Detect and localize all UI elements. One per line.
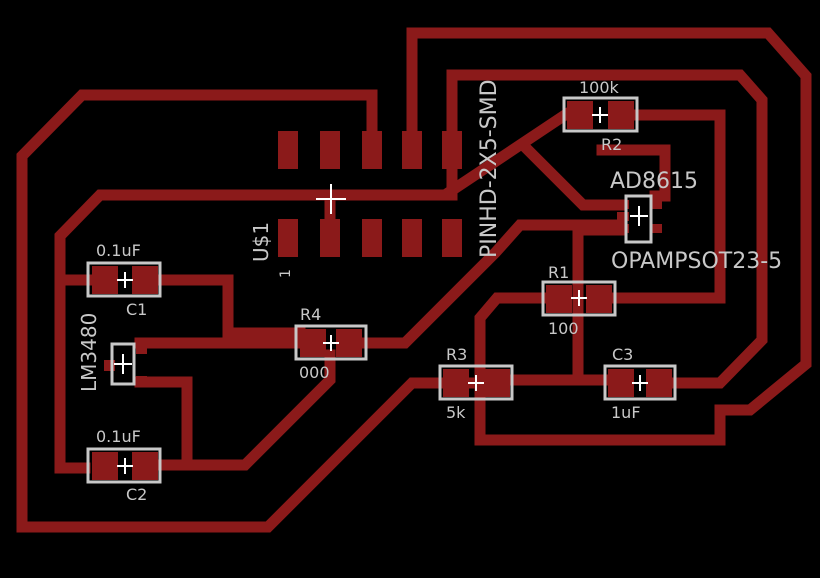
opamp-origin-mark	[630, 206, 648, 226]
opamp-pad-5	[650, 200, 662, 209]
c2-origin-mark	[117, 458, 133, 474]
opamp-pad-2	[617, 212, 629, 221]
trace-upper-inner-loop	[446, 69, 768, 389]
c3-value-label: 1uF	[611, 403, 641, 422]
r2-value-label: 100k	[579, 78, 620, 97]
r1-value-label: 100	[548, 319, 579, 338]
header-pad-top-4	[402, 131, 422, 169]
trace-outer-left-loop	[16, 89, 481, 533]
r3-value-label: 5k	[446, 403, 466, 422]
r3-origin-mark	[468, 375, 484, 391]
opamp-name-label: AD8615	[610, 169, 698, 194]
header-pad-bottom-3	[362, 219, 382, 257]
silkscreen-outlines	[86, 96, 677, 484]
c3-origin-mark	[632, 375, 648, 391]
c2-value-label: 0.1uF	[96, 427, 141, 446]
header-value-label: PINHD-2X5-SMD	[477, 79, 502, 258]
header-origin-mark	[316, 184, 346, 214]
trace-r4-to-opamp	[356, 219, 628, 349]
header-pad-top-5	[442, 131, 462, 169]
silkscreen-labels: PINHD-2X5-SMD U$1 1 AD8615 OPAMPSOT23-5 …	[77, 78, 782, 504]
origin-markers	[114, 107, 648, 474]
trace-outer-top-loop	[406, 27, 812, 446]
regulator-pad-3	[136, 376, 147, 387]
trace-c2-to-r4	[181, 349, 336, 471]
regulator-pad-1	[104, 360, 115, 371]
header-pad-top-2	[320, 131, 340, 169]
trace-reg-to-c2	[134, 376, 193, 471]
trace-opamp-top	[596, 144, 671, 202]
r3-pad-left	[443, 369, 469, 397]
opamp-pad-3	[617, 224, 629, 233]
opamp-value-label: OPAMPSOT23-5	[611, 249, 782, 274]
c1-origin-mark	[117, 272, 133, 288]
r3-name-label: R3	[446, 345, 467, 364]
c2-pad-left	[92, 452, 118, 480]
r4-pad-right	[336, 329, 362, 357]
r2-outline	[562, 96, 639, 133]
opamp-pad-1	[617, 200, 629, 209]
c3-outline	[603, 364, 677, 401]
r1-pad-left	[546, 285, 572, 313]
r2-name-label: R2	[601, 135, 622, 154]
header-pad-top-3	[362, 131, 382, 169]
r2-pad-right	[608, 101, 634, 129]
r1-origin-mark	[571, 290, 587, 306]
c2-outline	[86, 447, 162, 484]
r4-origin-mark	[323, 335, 339, 351]
c2-name-label: C2	[126, 485, 147, 504]
c1-value-label: 0.1uF	[96, 241, 141, 260]
r2-pad-left	[567, 101, 593, 129]
trace-c1-junction	[154, 274, 306, 339]
r1-outline	[541, 280, 617, 317]
header-pad-top-1	[278, 131, 298, 169]
r4-name-label: R4	[300, 305, 321, 324]
r4-pad-left	[300, 329, 326, 357]
header-pin1-label: 1	[278, 269, 294, 278]
r3-pad-right	[484, 369, 510, 397]
r4-outline	[294, 324, 368, 361]
c1-pad-left	[92, 266, 118, 294]
c3-name-label: C3	[612, 345, 633, 364]
c3-pad-left	[608, 369, 634, 397]
r1-pad-right	[586, 285, 612, 313]
trace-opamp-feedback	[520, 142, 628, 211]
copper-pads	[92, 101, 672, 480]
c2-pad-right	[132, 452, 158, 480]
regulator-name-label: LM3480	[77, 313, 101, 392]
trace-r2-to-r1	[606, 109, 726, 304]
header-pad-bottom-4	[402, 219, 422, 257]
header-pad-bottom-1	[278, 219, 298, 257]
trace-header-ground	[54, 189, 291, 474]
r2-origin-mark	[592, 107, 608, 123]
regulator-pad-2	[136, 343, 147, 354]
regulator-origin-mark	[114, 354, 132, 374]
opamp-outline	[624, 194, 653, 244]
header-name-label: U$1	[249, 222, 273, 262]
c1-name-label: C1	[126, 300, 147, 319]
r4-value-label: 000	[299, 363, 330, 382]
r1-name-label: R1	[548, 263, 569, 282]
opamp-pad-4	[650, 224, 662, 233]
c1-outline	[86, 261, 162, 298]
regulator-outline	[110, 342, 136, 386]
c1-pad-right	[132, 266, 158, 294]
c3-pad-right	[646, 369, 672, 397]
r3-outline	[438, 364, 514, 401]
header-pad-bottom-5	[442, 219, 462, 257]
header-pad-bottom-2	[320, 219, 340, 257]
